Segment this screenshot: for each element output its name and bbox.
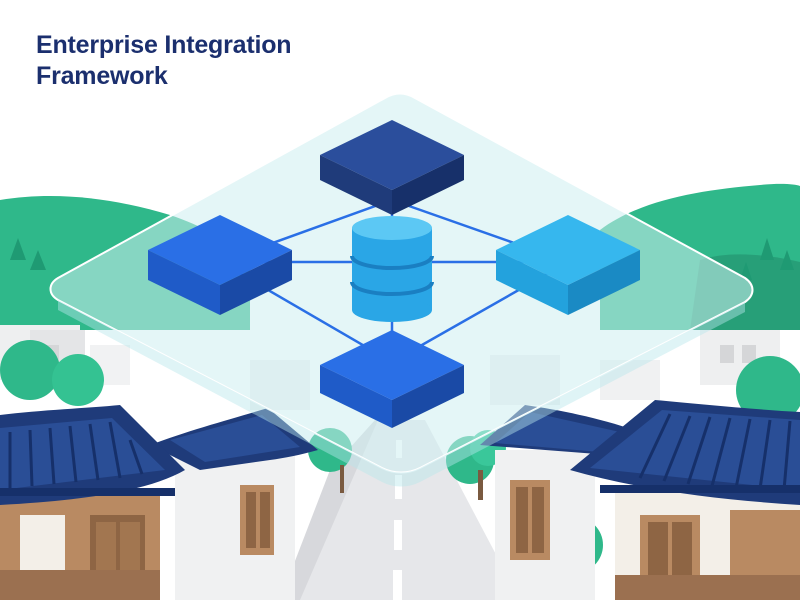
hill-trees [10,238,794,280]
title-line-1: Enterprise Integration [36,31,292,59]
road-edge-left [280,420,378,600]
left-houses [0,405,318,600]
right-houses [480,400,800,600]
cube-icon [148,120,640,428]
page-title: Enterprise Integration Framework [36,30,292,92]
title-line-2: Framework [36,62,168,90]
database-icon [350,216,434,322]
road [280,420,520,600]
